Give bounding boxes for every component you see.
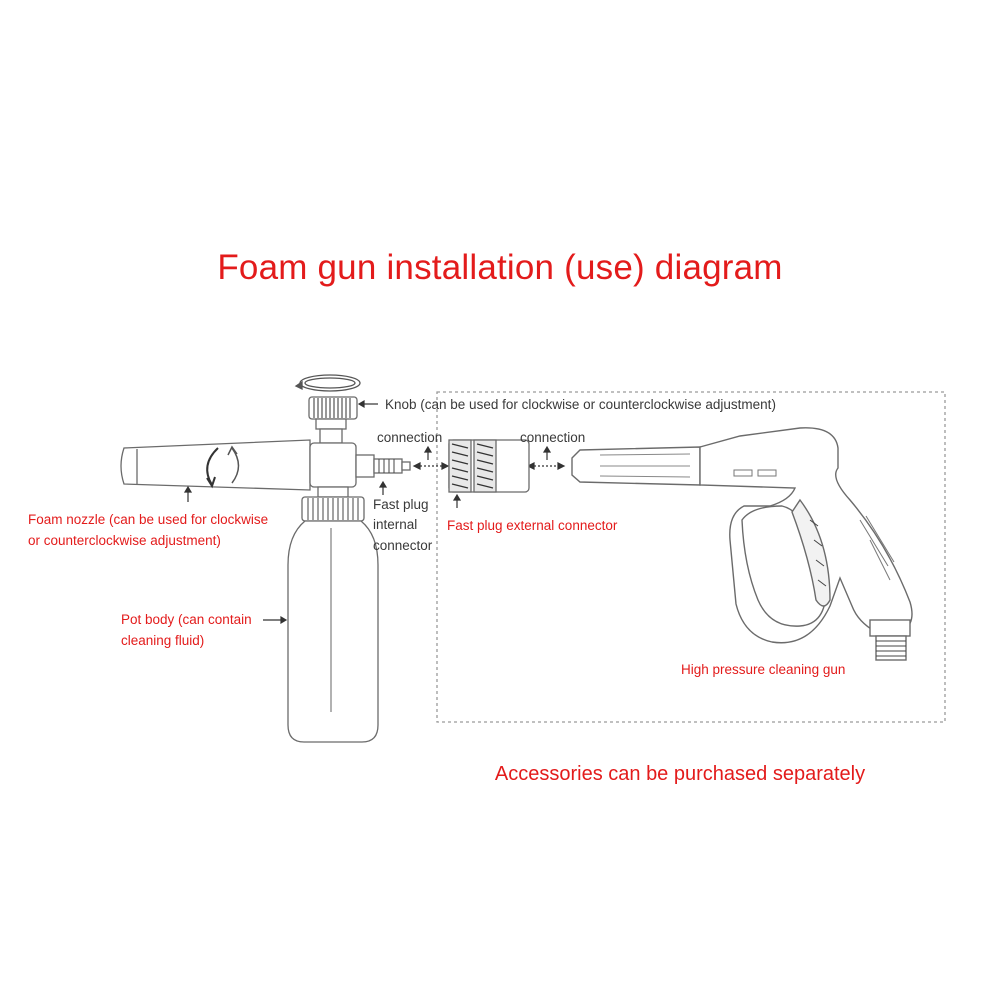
fast-plug-internal-label-1: Fast plug: [373, 497, 429, 512]
pot-body: [287, 520, 379, 743]
connection-left-label: connection: [377, 430, 443, 445]
diagram-title: Foam gun installation (use) diagram: [217, 248, 783, 287]
accessories-note: Accessories can be purchased separately: [494, 763, 866, 785]
pot-body-label-1: Pot body (can contain: [121, 612, 252, 627]
accessories-dashed-box: [436, 391, 946, 723]
connection-arrows: [183, 399, 566, 625]
knob-label: Knob (can be used for clockwise or count…: [385, 397, 776, 412]
foam-nozzle-label-2: or counterclockwise adjustment): [28, 533, 221, 548]
foam-nozzle-label-1: Foam nozzle (can be used for clockwise: [28, 512, 269, 527]
knob: [308, 396, 358, 444]
fast-plug-internal-label-3: connector: [373, 538, 433, 553]
fast-plug-internal-label-2: internal: [373, 517, 418, 532]
fast-plug-external-connector: [448, 439, 530, 493]
fast-plug-external-label: Fast plug external connector: [447, 518, 618, 533]
pot-body-label-2: cleaning fluid): [121, 633, 205, 648]
connection-right-label: connection: [520, 430, 586, 445]
pot-cap: [301, 496, 365, 522]
foam-gun-body: [309, 442, 411, 498]
high-pressure-gun-label: High pressure cleaning gun: [681, 662, 846, 677]
high-pressure-gun: [571, 427, 913, 661]
knob-rotation-arrow: [294, 374, 361, 392]
foam-nozzle: [120, 439, 311, 491]
